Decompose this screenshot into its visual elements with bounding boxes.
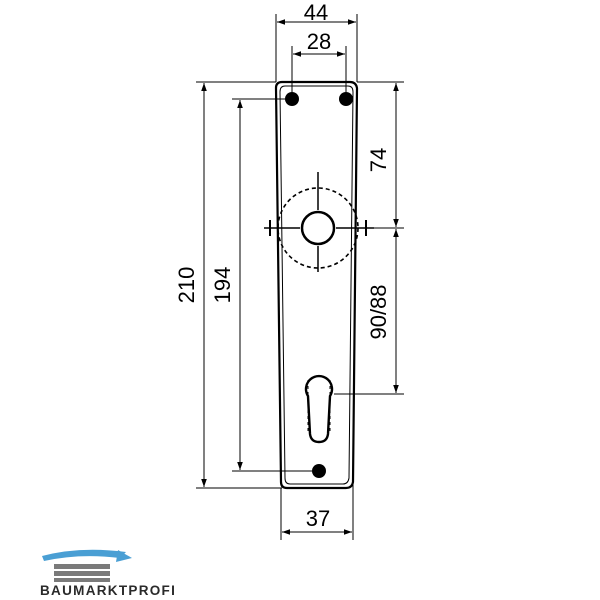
dimension-height-total: 210 <box>174 81 282 489</box>
screw-hole-bottom <box>312 464 326 478</box>
logo-arrow <box>116 550 132 562</box>
brand-logo-icon <box>42 549 132 582</box>
brand-name: BAUMARKTPROFI <box>40 583 177 598</box>
screw-holes <box>285 92 353 478</box>
dimension-handle-to-cylinder: 90/88 <box>334 229 404 395</box>
dim-label-194: 194 <box>210 267 235 304</box>
dimension-height-holes: 194 <box>210 98 312 472</box>
dimension-top-to-handle: 74 <box>357 81 404 229</box>
dimension-hole-spacing: 28 <box>291 29 347 92</box>
screw-hole-top-right <box>339 92 353 106</box>
dim-label-74: 74 <box>366 148 391 172</box>
dim-label-44: 44 <box>304 0 328 25</box>
dim-label-90-88: 90/88 <box>366 284 391 339</box>
escutcheon-plate <box>274 80 359 490</box>
screw-hole-top-left <box>285 92 299 106</box>
logo-bar-3 <box>54 578 110 582</box>
logo-bar-1 <box>54 564 110 569</box>
dim-label-37: 37 <box>306 506 330 531</box>
cylinder-cutout <box>304 374 334 444</box>
logo-bar-2 <box>54 571 110 576</box>
dimension-width-top: 44 <box>275 0 358 82</box>
dim-label-28: 28 <box>307 29 331 54</box>
logo-roof <box>42 549 126 561</box>
handle-rosette <box>264 172 374 272</box>
dim-label-210: 210 <box>174 267 199 304</box>
dimension-width-bottom: 37 <box>280 482 354 540</box>
